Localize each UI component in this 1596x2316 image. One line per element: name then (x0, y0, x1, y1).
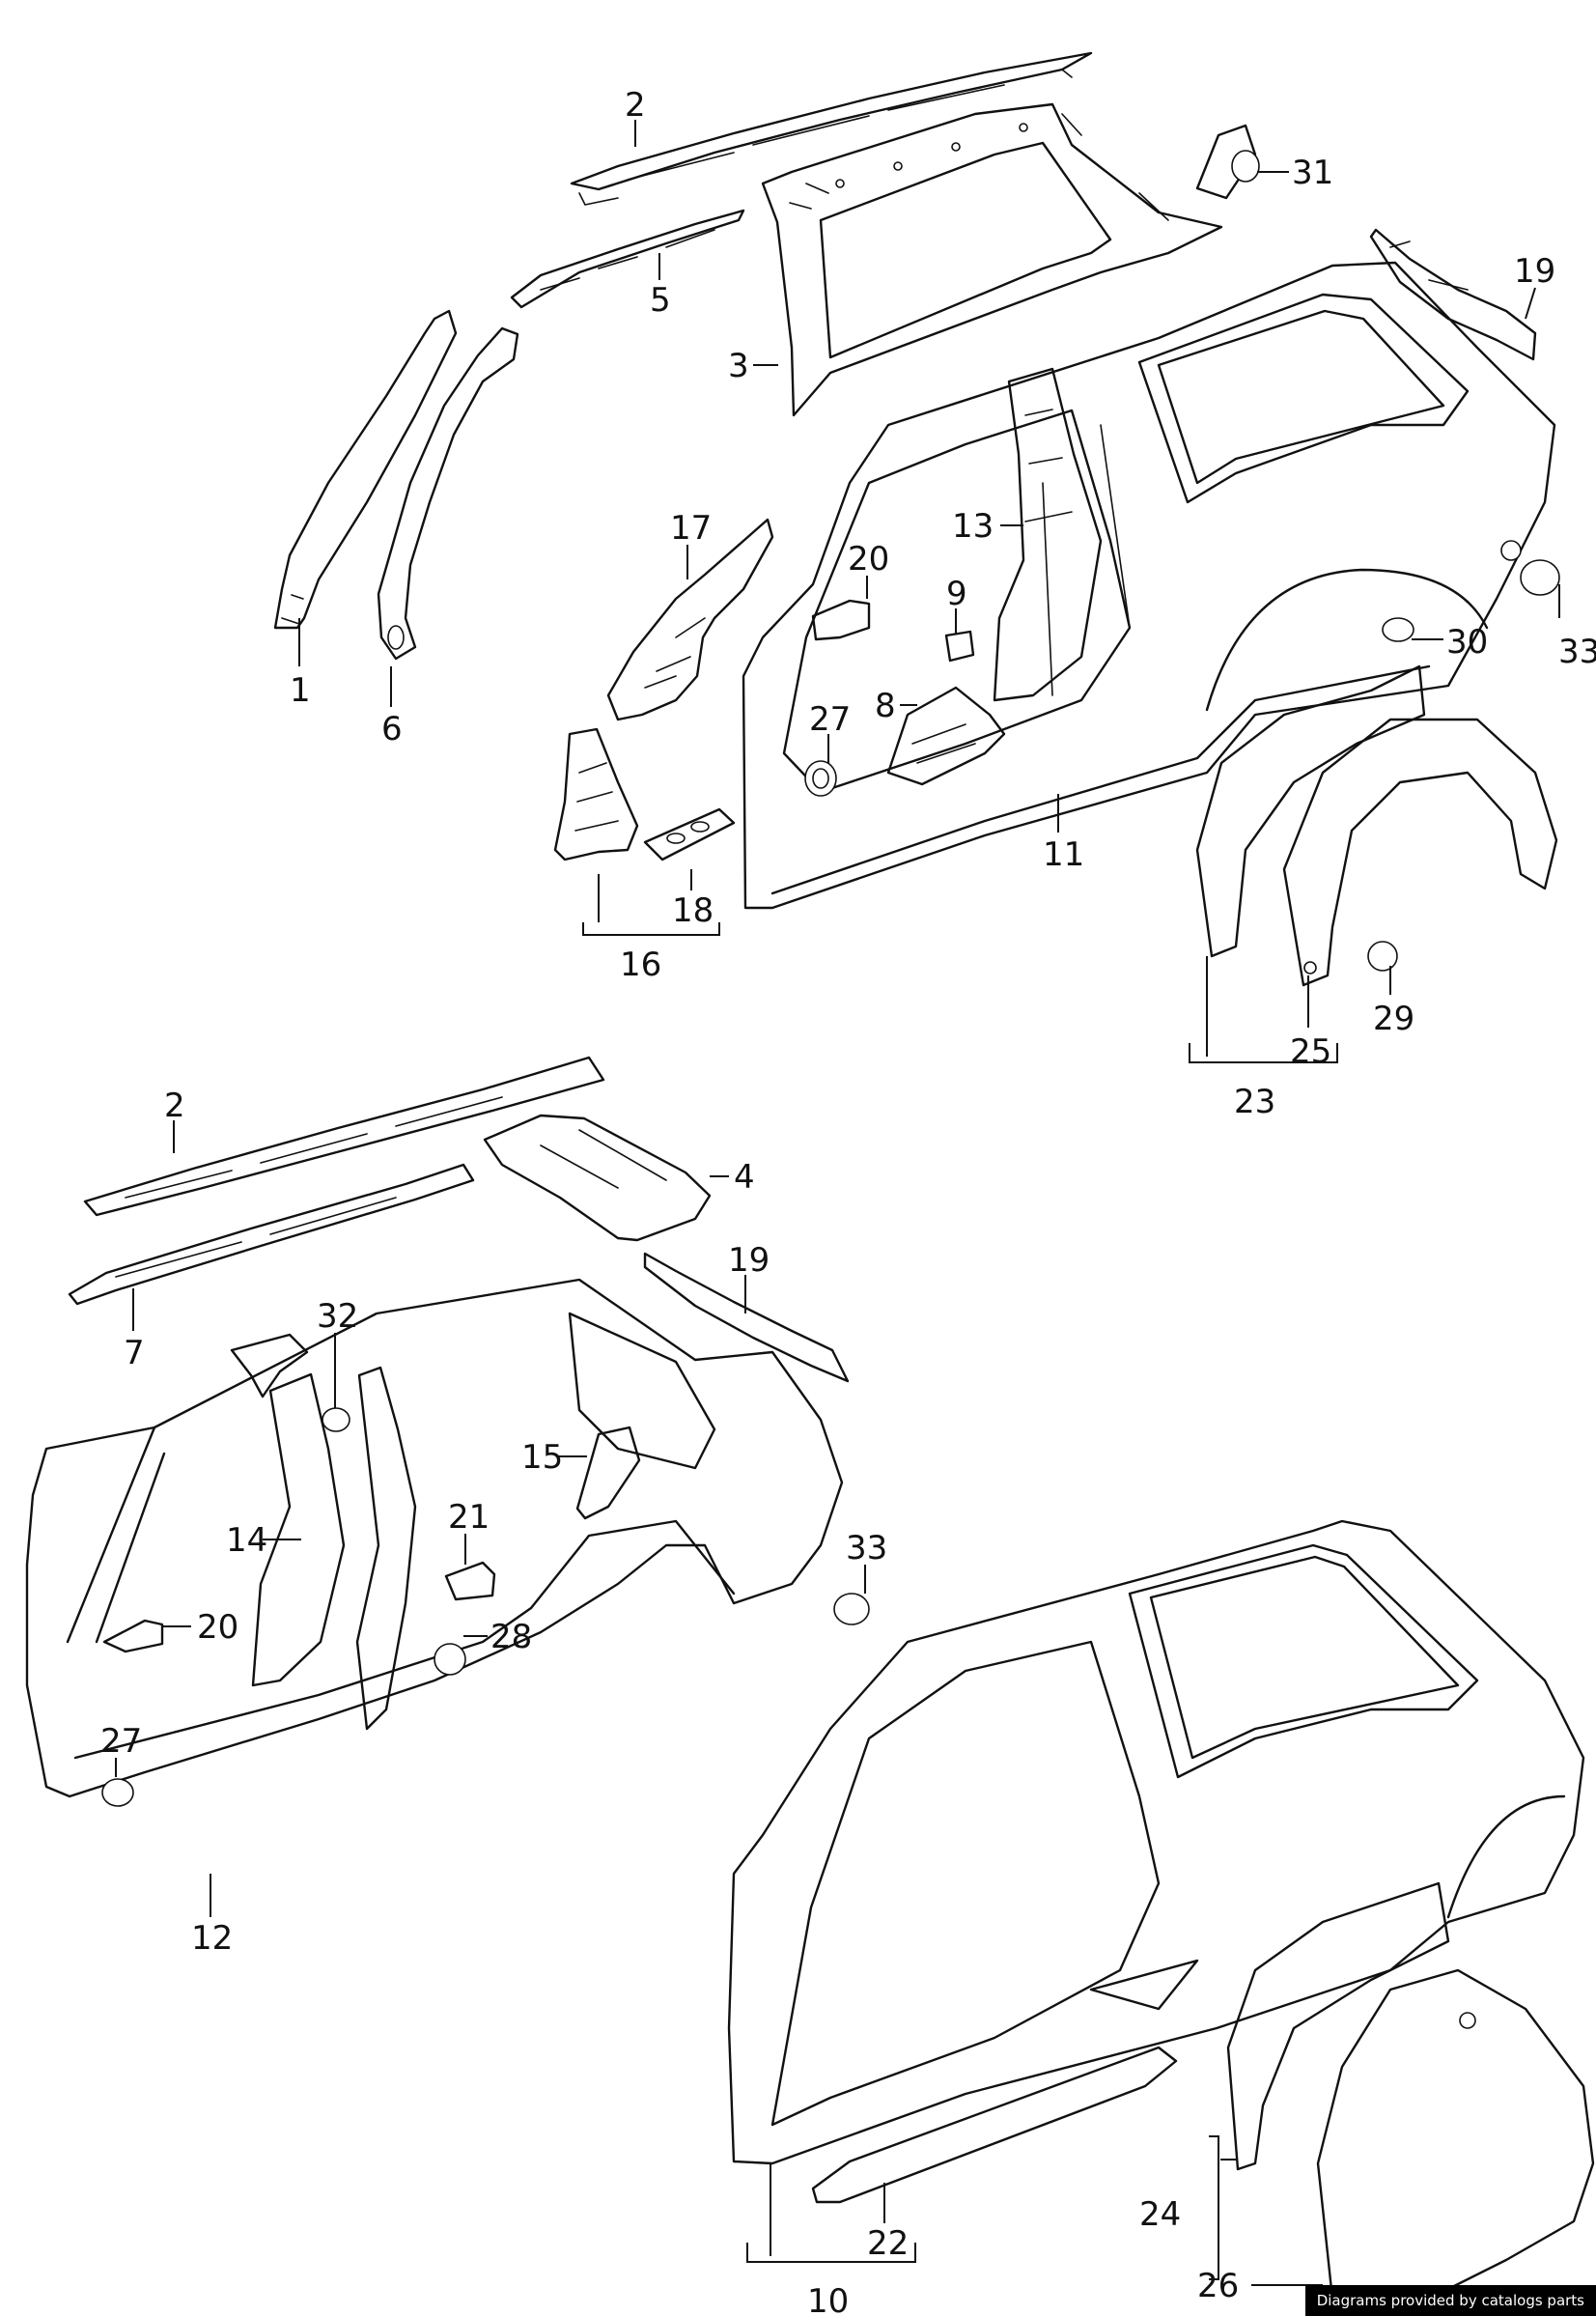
part-wheel-housing-24 (1226, 1881, 1450, 2171)
callout-33-lower: 33 (846, 1529, 887, 1568)
part-grommet-31 (1195, 124, 1260, 200)
part-rear-trim-strip-lower (643, 1252, 850, 1383)
callout-9: 9 (946, 575, 967, 613)
callout-17: 17 (670, 509, 712, 548)
part-side-panel-5door (25, 1278, 844, 1798)
part-upper-bracket-lower (230, 1333, 309, 1398)
part-wheel-housing-26 (1316, 1968, 1595, 2310)
callout-8: 8 (875, 687, 896, 725)
callout-6: 6 (381, 710, 403, 748)
part-inner-pillar-17 (606, 518, 774, 721)
callout-13: 13 (952, 507, 994, 546)
part-bracket-15 (575, 1426, 641, 1520)
part-roof-rail-lower (83, 1056, 605, 1217)
part-grommet-27-lower (101, 1778, 134, 1807)
part-grommet-29 (1367, 941, 1398, 972)
callout-12: 12 (191, 1919, 233, 1958)
part-wheel-housing-outer-23 (1195, 664, 1426, 958)
callout-leaders (115, 120, 1560, 2286)
callout-14: 14 (226, 1521, 267, 1560)
callout-19-lower: 19 (728, 1241, 770, 1280)
callout-33-upper: 33 (1558, 633, 1596, 671)
callout-4: 4 (734, 1158, 755, 1197)
part-bracket-20-upper (811, 599, 871, 641)
part-side-panel-3door-lower (727, 1519, 1585, 2165)
callout-31: 31 (1292, 154, 1333, 192)
part-bracket-21 (444, 1561, 496, 1601)
part-reinforcement-plate-18 (643, 807, 736, 861)
callout-18: 18 (672, 891, 714, 930)
callout-5: 5 (650, 281, 671, 320)
part-wheel-housing-inner-25 (1282, 718, 1558, 987)
part-a-pillar-strip-right (377, 326, 519, 661)
callout-25: 25 (1290, 1032, 1331, 1071)
callout-21: 21 (448, 1498, 490, 1537)
callout-24: 24 (1139, 2195, 1181, 2234)
callout-20-lower: 20 (197, 1608, 238, 1647)
part-bracket-20-lower (102, 1619, 164, 1653)
callout-20-upper: 20 (848, 540, 889, 579)
part-rear-trim-strip (1369, 228, 1537, 361)
callout-11: 11 (1043, 835, 1084, 874)
callout-1: 1 (290, 671, 311, 710)
callout-28: 28 (490, 1618, 532, 1656)
part-quarter-window-frame (761, 102, 1223, 417)
callout-10: 10 (807, 2282, 849, 2316)
callout-16: 16 (620, 946, 661, 984)
callout-19-upper: 19 (1514, 252, 1555, 291)
part-sill-reinforcement-8 (886, 686, 1006, 786)
part-plug-32 (322, 1407, 350, 1432)
part-sill-strip-22 (811, 2046, 1178, 2204)
part-roof-frame-lower (68, 1163, 475, 1306)
part-grommet-30 (1382, 617, 1414, 642)
callout-23: 23 (1234, 1083, 1275, 1121)
part-inner-panel-16 (553, 727, 639, 861)
part-small-plate-9 (944, 630, 975, 663)
part-cap-33-lower (833, 1593, 870, 1625)
callout-3: 3 (728, 347, 749, 385)
lower-assembly (25, 1056, 1595, 2310)
callout-26: 26 (1197, 2267, 1239, 2305)
callout-7: 7 (124, 1334, 145, 1372)
part-roof-rail-upper (570, 51, 1093, 206)
upper-assembly (273, 51, 1560, 987)
part-side-panel-3door (742, 261, 1556, 910)
callout-27-upper: 27 (809, 700, 851, 739)
callout-2-upper: 2 (625, 86, 646, 125)
part-grommet-28 (434, 1643, 466, 1676)
callout-30: 30 (1446, 623, 1488, 662)
callout-22: 22 (867, 2224, 909, 2263)
callout-labels: 2 31 19 5 3 1 6 17 13 20 9 33 30 8 27 11… (100, 86, 1596, 2316)
callout-29: 29 (1373, 1000, 1414, 1038)
part-roof-cross-member-4 (483, 1114, 712, 1242)
callout-27-lower: 27 (100, 1722, 142, 1761)
part-roof-frame-strip (510, 209, 745, 309)
callout-15: 15 (521, 1438, 563, 1477)
callout-32: 32 (317, 1297, 358, 1336)
part-cap-33-upper (1520, 559, 1560, 596)
part-grommet-27-upper (804, 760, 837, 797)
credit-banner: Diagrams provided by catalogs parts (1304, 2285, 1596, 2316)
callout-2-lower: 2 (164, 1087, 185, 1125)
part-a-pillar-strip-left (273, 309, 458, 630)
